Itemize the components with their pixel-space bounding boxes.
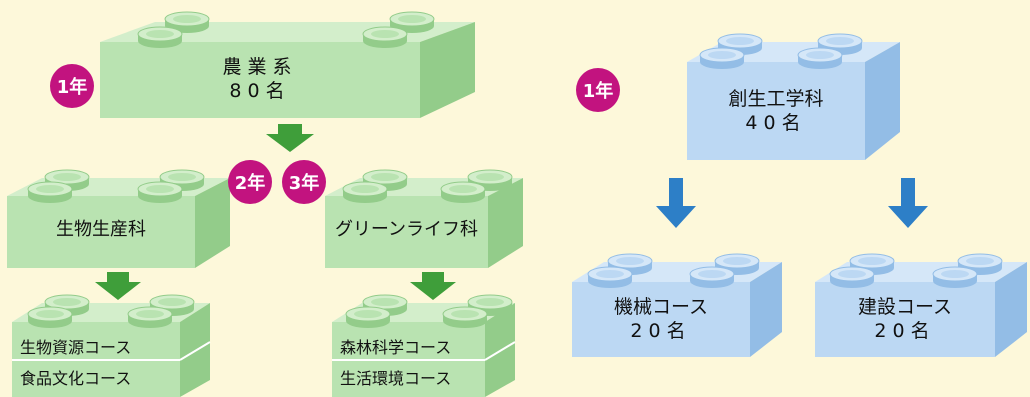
nogyo-name: 農業系 xyxy=(222,56,298,78)
kensetsu-count: 20名 xyxy=(874,319,936,342)
block-nogyo xyxy=(100,11,475,118)
block-kikai xyxy=(572,253,782,357)
year-badge-2: 2年 xyxy=(228,160,272,204)
kikai-count: 20名 xyxy=(630,319,692,342)
sousei-count: 40名 xyxy=(745,111,807,134)
course-shokuhin-bunka: 食品文化コース xyxy=(20,369,132,388)
kensetsu-name: 建設コース xyxy=(857,296,953,318)
course-shinrin-kagaku: 森林科学コース xyxy=(340,338,452,357)
kensetsu-label: 建設コース 20名 xyxy=(815,296,995,344)
sousei-name: 創生工学科 xyxy=(728,88,824,110)
course-seikatsu-kankyo: 生活環境コース xyxy=(340,369,452,388)
nogyo-count: 80名 xyxy=(229,79,291,102)
block-sousei-kougaku xyxy=(687,33,900,160)
year-badge-left: 1年 xyxy=(50,64,94,108)
block-green-life xyxy=(325,169,523,268)
kikai-name: 機械コース xyxy=(613,296,709,318)
kikai-label: 機械コース 20名 xyxy=(572,296,750,344)
block-seibutsu-courses xyxy=(12,294,211,397)
year-badge-right: 1年 xyxy=(576,68,620,112)
block-green-courses xyxy=(332,294,516,397)
arrow-down-icon xyxy=(656,178,696,228)
arrow-down-icon xyxy=(95,272,141,300)
sousei-label: 創生工学科 40名 xyxy=(687,88,865,136)
year-badge-3: 3年 xyxy=(282,160,326,204)
green-life-label: グリーンライフ科 xyxy=(334,219,479,240)
arrow-down-icon xyxy=(410,272,456,300)
arrow-down-icon xyxy=(266,124,314,152)
block-kensetsu xyxy=(815,253,1027,357)
nogyo-label: 農業系 80名 xyxy=(100,56,420,104)
course-seibutsu-shigen: 生物資源コース xyxy=(20,338,132,357)
arrow-down-icon xyxy=(888,178,928,228)
seibutsu-seisan-label: 生物生産科 xyxy=(56,219,146,240)
block-seibutsu-seisan xyxy=(7,169,230,268)
